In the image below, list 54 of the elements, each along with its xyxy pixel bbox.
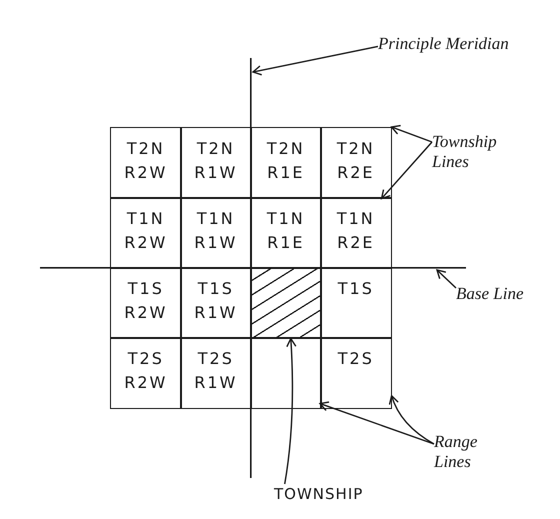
township-cell bbox=[110, 197, 182, 269]
township-cell bbox=[320, 127, 392, 199]
township-code: T1N bbox=[266, 209, 305, 229]
leader-line bbox=[380, 142, 433, 200]
callout-label: Township Lines bbox=[432, 132, 506, 172]
callout-label: Range Lines bbox=[434, 432, 494, 472]
range-code: R1W bbox=[194, 373, 238, 393]
range-code: R1W bbox=[194, 303, 238, 323]
township-code: T2S bbox=[198, 349, 234, 369]
leader-line bbox=[319, 401, 434, 445]
township-cell bbox=[110, 337, 182, 409]
range-code: R1W bbox=[194, 233, 238, 253]
township-code: T2N bbox=[266, 139, 305, 159]
range-code: R2W bbox=[124, 233, 168, 253]
township-code: T1N bbox=[126, 209, 165, 229]
range-code: R1W bbox=[194, 163, 238, 183]
range-code: R2E bbox=[337, 163, 374, 183]
township-code: T1N bbox=[196, 209, 235, 229]
range-code: R2W bbox=[124, 303, 168, 323]
township-code: T2N bbox=[196, 139, 235, 159]
leader-line bbox=[389, 395, 434, 445]
township-code: T2N bbox=[336, 139, 375, 159]
township-cell bbox=[180, 337, 252, 409]
township-cell bbox=[250, 127, 322, 199]
township-cell bbox=[180, 267, 252, 339]
township-code: T2S bbox=[338, 349, 374, 369]
township-cell bbox=[110, 267, 182, 339]
leader-line bbox=[390, 124, 432, 143]
leader-line bbox=[284, 338, 296, 484]
township-cell bbox=[110, 127, 182, 199]
range-code: R2W bbox=[124, 373, 168, 393]
callout-label: TOWNSHIP bbox=[274, 484, 364, 504]
callout-label: Principle Meridian bbox=[378, 34, 509, 54]
township-cell bbox=[180, 127, 252, 199]
township-code: T2S bbox=[128, 349, 164, 369]
leader-line bbox=[252, 46, 378, 76]
township-cell bbox=[320, 197, 392, 269]
range-code: R1E bbox=[267, 233, 304, 253]
township-cell bbox=[320, 267, 392, 339]
township-cell bbox=[320, 337, 392, 409]
grid-cell bbox=[250, 337, 322, 409]
range-code: R1E bbox=[267, 163, 304, 183]
township-code: T1S bbox=[338, 279, 374, 299]
range-code: R2W bbox=[124, 163, 168, 183]
leader-line bbox=[436, 269, 456, 288]
township-cell bbox=[180, 197, 252, 269]
township-code: T1S bbox=[198, 279, 234, 299]
township-code: T1S bbox=[128, 279, 164, 299]
township-code: T2N bbox=[126, 139, 165, 159]
hatched-cell bbox=[250, 267, 322, 339]
township-cell bbox=[250, 197, 322, 269]
range-code: R2E bbox=[337, 233, 374, 253]
township-code: T1N bbox=[336, 209, 375, 229]
callout-label: Base Line bbox=[456, 284, 524, 304]
